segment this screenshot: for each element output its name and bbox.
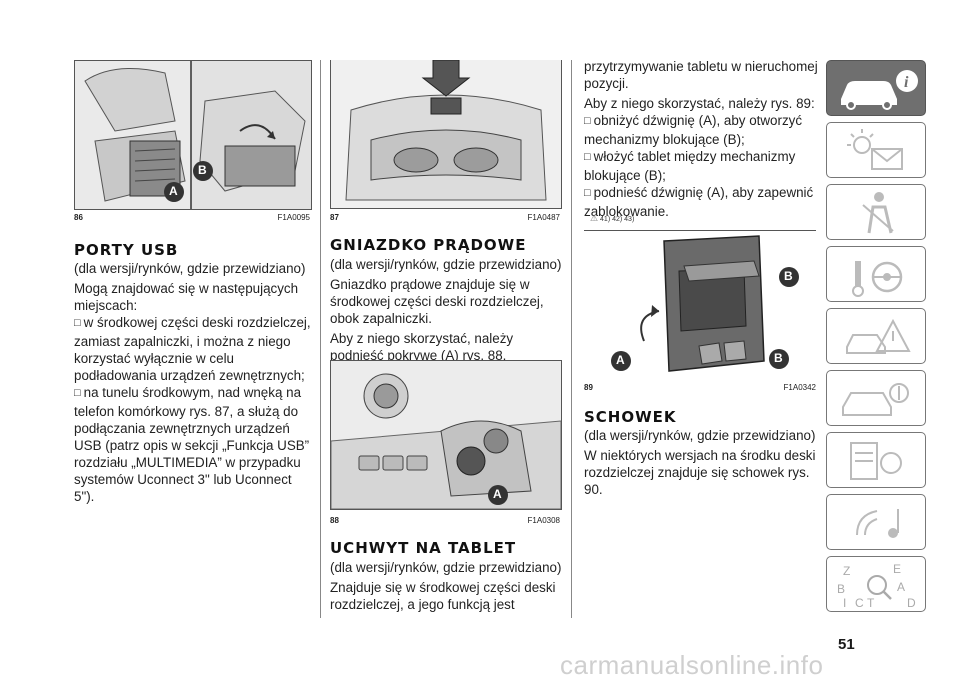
figure-number: 86 [74, 213, 83, 222]
svg-text:i: i [904, 74, 909, 91]
technical-data-icon [850, 442, 902, 480]
footer-watermark-url[interactable]: carmanualsonline.info [560, 650, 824, 680]
key-steering-wheel-icon [852, 261, 903, 297]
bullet-item: włożyć tablet między mechanizmy blokując… [584, 148, 820, 184]
index-letter: A [897, 580, 905, 594]
column-divider [320, 60, 321, 618]
paragraph: Znajduje się w środkowej części deski ro… [330, 580, 556, 612]
tab-index[interactable]: Z E B A C D I T [826, 556, 926, 612]
figure-code: F1A0095 [277, 213, 310, 222]
tablet-holder-text-continued: przytrzymywanie tabletu w nieruchomej po… [584, 58, 820, 220]
index-letter: D [907, 596, 916, 610]
section-heading-usb-ports: PORTY USB [74, 241, 179, 259]
glove-box-text: (dla wersji/rynków, gdzie przewidziano) … [584, 427, 820, 498]
paragraph: Mogą znajdować się w następujących miejs… [74, 281, 299, 313]
tab-technical-data[interactable] [826, 432, 926, 488]
service-car-icon [842, 383, 909, 416]
section-heading-glove-box: SCHOWEK [584, 408, 677, 426]
index-letter: Z [843, 564, 850, 578]
tablet-holder-text: (dla wersji/rynków, gdzie przewidziano) … [330, 559, 566, 613]
tab-warning-lights[interactable] [826, 122, 926, 178]
car-info-icon: i [841, 70, 918, 110]
figure-number: 87 [330, 213, 339, 222]
paragraph: (dla wersji/rynków, gdzie przewidziano) [330, 560, 562, 575]
paragraph: (dla wersji/rynków, gdzie przewidziano) [74, 261, 306, 276]
bullet-item: podnieść dźwignię (A), aby zapewnić zabl… [584, 184, 820, 220]
alphabetical-index-icon: Z E B A C D I T [837, 562, 916, 610]
bullet-item: obniżyć dźwignię (A), aby otworzyć mecha… [584, 112, 820, 148]
page-number: 51 [838, 636, 855, 653]
paragraph: (dla wersji/rynków, gdzie przewidziano) [330, 257, 562, 272]
paragraph: Gniazdko prądowe znajduje się w środkowe… [330, 277, 544, 326]
figure-88-caption: 88 F1A0308 [330, 516, 560, 526]
figure-number: 89 [584, 383, 593, 392]
figure-89-label-b-top: B [784, 269, 793, 283]
index-letter: C [855, 596, 864, 610]
paragraph: (dla wersji/rynków, gdzie przewidziano) [584, 428, 816, 443]
warning-lights-icon [847, 129, 903, 170]
figure-88-label-a: A [493, 487, 502, 501]
figure-87-overhead-console [330, 60, 562, 209]
figure-88-power-socket: A [330, 360, 562, 510]
bullet-text: w środkowej części deski rozdzielczej, z… [74, 315, 311, 383]
bullet-text: włożyć tablet między mechanizmy blokując… [584, 149, 796, 183]
paragraph: Aby z niego skorzystać, należy podnieść … [330, 331, 514, 363]
seatbelt-airbag-icon [862, 192, 894, 234]
paragraph: W niektórych wersjach na środku deski ro… [584, 448, 816, 497]
figure-89-caption: 89 F1A0342 [584, 383, 816, 393]
figure-89-label-b-bottom: B [774, 351, 783, 365]
tab-car-info[interactable]: i [826, 60, 926, 116]
figure-86-caption: 86 F1A0095 [74, 213, 310, 223]
figure-code: F1A0487 [527, 213, 560, 222]
figure-86-label-a: A [169, 184, 178, 198]
figure-code: F1A0308 [527, 516, 560, 525]
tab-emergency[interactable] [826, 308, 926, 364]
tab-multimedia[interactable] [826, 494, 926, 550]
column-divider [571, 60, 572, 618]
bullet-text: podnieść dźwignię (A), aby zapewnić zabl… [584, 185, 814, 219]
tab-starting-driving[interactable] [826, 246, 926, 302]
chapter-tabs: i [826, 60, 928, 612]
index-letter: E [893, 562, 901, 576]
figure-87-caption: 87 F1A0487 [330, 213, 560, 223]
figure-86-label-b: B [198, 163, 207, 177]
emergency-car-icon [846, 318, 911, 354]
index-letter: B [837, 582, 845, 596]
bullet-item: na tunelu środkowym, nad wnęką na telefo… [74, 384, 314, 505]
power-socket-text: (dla wersji/rynków, gdzie przewidziano) … [330, 256, 566, 364]
multimedia-icon [856, 509, 899, 538]
warning-numbers: 41) 42) 43) [600, 216, 635, 223]
tab-service[interactable] [826, 370, 926, 426]
figure-89-label-a: A [616, 353, 625, 367]
figure-number: 88 [330, 516, 339, 525]
figure-86-usb-ports: A B [74, 60, 312, 210]
figure-code: F1A0342 [783, 383, 816, 392]
section-heading-tablet-holder: UCHWYT NA TABLET [330, 539, 517, 557]
bullet-text: obniżyć dźwignię (A), aby otworzyć mecha… [584, 113, 803, 147]
index-letter: I [843, 596, 846, 610]
paragraph: przytrzymywanie tabletu w nieruchomej po… [584, 59, 818, 91]
bullet-text: na tunelu środkowym, nad wnęką na telefo… [74, 385, 310, 504]
tab-safety[interactable] [826, 184, 926, 240]
figure-89-tablet-holder: B A B [584, 230, 816, 379]
usb-ports-text: (dla wersji/rynków, gdzie przewidziano) … [74, 260, 314, 505]
bullet-item: w środkowej części deski rozdzielczej, z… [74, 314, 314, 384]
section-heading-power-socket: GNIAZDKO PRĄDOWE [330, 236, 527, 254]
index-letter: T [867, 596, 875, 610]
paragraph: Aby z niego skorzystać, należy rys. 89: [584, 96, 815, 111]
warning-triangle-icon: ⚠ [590, 213, 599, 223]
warning-references: ⚠ 41) 42) 43) [590, 213, 634, 224]
